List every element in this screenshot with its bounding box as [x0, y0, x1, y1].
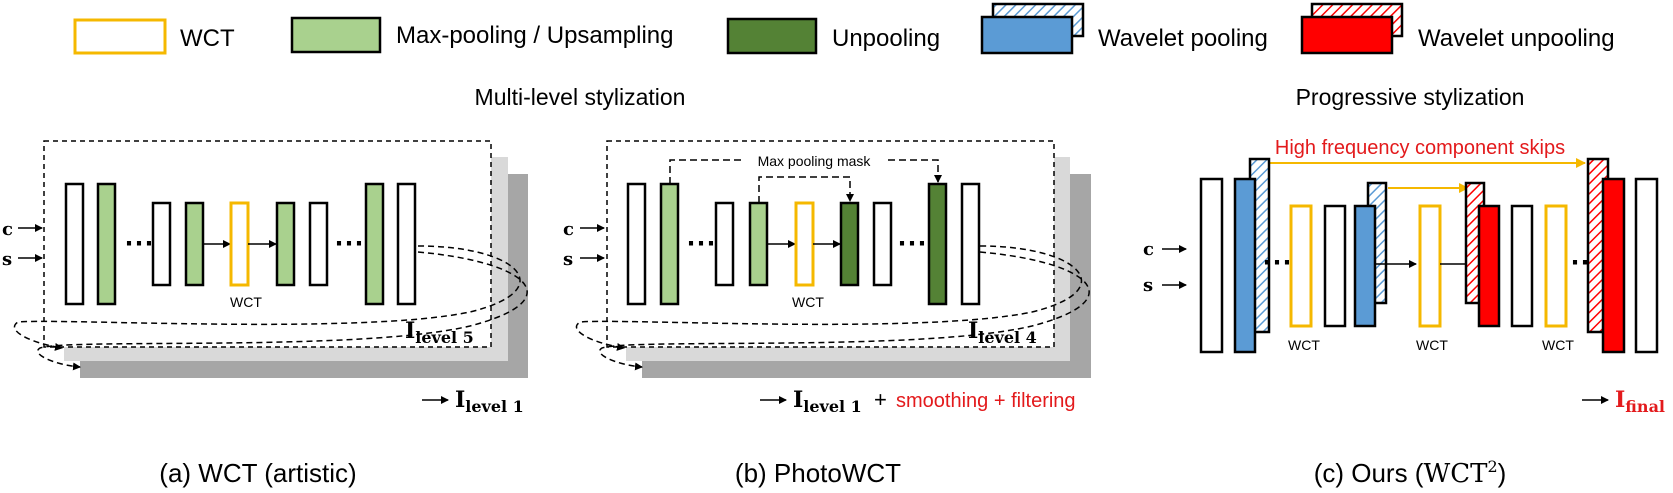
legend-wct-label: WCT [180, 25, 235, 52]
wavelet-unpool-block [1601, 177, 1626, 354]
level-loop-arrow [575, 245, 1083, 351]
upsample-block [364, 182, 385, 306]
level-top-label: Ilevel 5 [405, 318, 474, 347]
decoder-conv-block [1634, 177, 1659, 354]
decoder-conv-block [396, 182, 417, 306]
input-s-label: s [2, 249, 12, 270]
encoder-conv-block [1323, 204, 1347, 328]
wct-label: WCT [792, 294, 824, 310]
wct-block [1289, 204, 1313, 328]
wct-block [794, 201, 815, 287]
input-s-label: s [1143, 275, 1153, 296]
multi-level-heading: Multi-level stylization [475, 84, 686, 110]
ellipsis: ⋯ [686, 227, 716, 260]
ellipsis: ⋯ [124, 227, 154, 260]
decoder-conv-block [960, 182, 981, 306]
wct-block [229, 201, 250, 287]
upsample-block [275, 201, 296, 287]
level-loop-arrow [599, 251, 1090, 371]
input-c-label: c [2, 219, 13, 240]
panel-a-caption: (a) WCT (artistic) [159, 458, 356, 488]
wct-label: WCT [1416, 337, 1448, 353]
mask-label: Max pooling mask [758, 153, 872, 169]
legend: WCT Max-pooling / Upsampling Unpooling W… [73, 2, 1615, 55]
wct-block [1544, 204, 1568, 328]
level-top-label: Ilevel 4 [968, 318, 1037, 347]
decoder-conv-block [1510, 204, 1534, 328]
ellipsis: ⋯ [897, 227, 927, 260]
decoder-conv-block [872, 201, 893, 287]
input-c-label: c [563, 219, 574, 240]
decoder-conv-block [308, 201, 329, 287]
input-c-label: c [1143, 239, 1154, 260]
plus-sign: + [874, 387, 887, 412]
maxpool-block [184, 201, 205, 287]
level-bottom-label: Ilevel 1 [793, 387, 862, 416]
legend-unpool-label: Unpooling [832, 25, 940, 52]
level-loop-arrow [37, 251, 528, 371]
encoder-conv-block [714, 201, 735, 287]
legend-maxpool-label: Max-pooling / Upsampling [396, 22, 673, 49]
level-loop-arrow [13, 245, 521, 351]
progressive-heading: Progressive stylization [1296, 84, 1525, 110]
wavelet-pool-block [1353, 204, 1377, 328]
legend-maxpool-swatch [290, 16, 382, 54]
unpool-block [839, 201, 860, 287]
wavelet-pool-block [1233, 177, 1257, 354]
level-bottom-label: Ilevel 1 [455, 387, 524, 416]
unpool-block [927, 182, 948, 306]
panel-b-caption: (b) PhotoWCT [735, 458, 901, 488]
encoder-conv-block [1199, 177, 1224, 354]
maxpool-block [659, 182, 680, 306]
hf-skip-label: High frequency component skips [1275, 137, 1565, 159]
legend-wavelet-unpool-swatch [1300, 15, 1394, 55]
panel-c-caption: (c) Ours (WCT2) [1314, 457, 1507, 489]
maxpool-block [96, 182, 117, 306]
wct-label: WCT [1542, 337, 1574, 353]
wavelet-unpool-block [1477, 204, 1501, 328]
maxpool-block [748, 201, 769, 287]
legend-wavelet-unpool-label: Wavelet unpooling [1418, 25, 1615, 52]
ellipsis: ⋯ [1262, 246, 1292, 279]
panel-c: High frequency component skips c s ⋯ ⋯ W… [1143, 137, 1665, 489]
final-output-label: Ifinal [1615, 387, 1665, 416]
panel-a: c s ⋯ ⋯ WCT Ilevel 5 Ilevel 1 (a) WCT (a… [2, 140, 528, 488]
input-s-label: s [563, 249, 573, 270]
legend-wct-swatch [73, 18, 167, 55]
mask-connector [758, 176, 854, 203]
legend-wavelet-pool-label: Wavelet pooling [1098, 25, 1268, 52]
legend-unpool-swatch [726, 17, 818, 55]
encoder-conv-block [626, 182, 647, 306]
panel-b: c s Max pooling mask ⋯ ⋯ WCT Ilevel 4 Il… [563, 140, 1091, 488]
ellipsis: ⋯ [334, 227, 364, 260]
wct-block [1418, 204, 1442, 328]
legend-wavelet-pool-swatch [980, 15, 1074, 55]
wct-label: WCT [1288, 337, 1320, 353]
mask-label-bg [745, 150, 885, 170]
postprocess-label: smoothing + filtering [896, 390, 1076, 412]
encoder-conv-block [64, 182, 85, 306]
encoder-conv-block [151, 201, 172, 287]
wct-label: WCT [230, 294, 262, 310]
